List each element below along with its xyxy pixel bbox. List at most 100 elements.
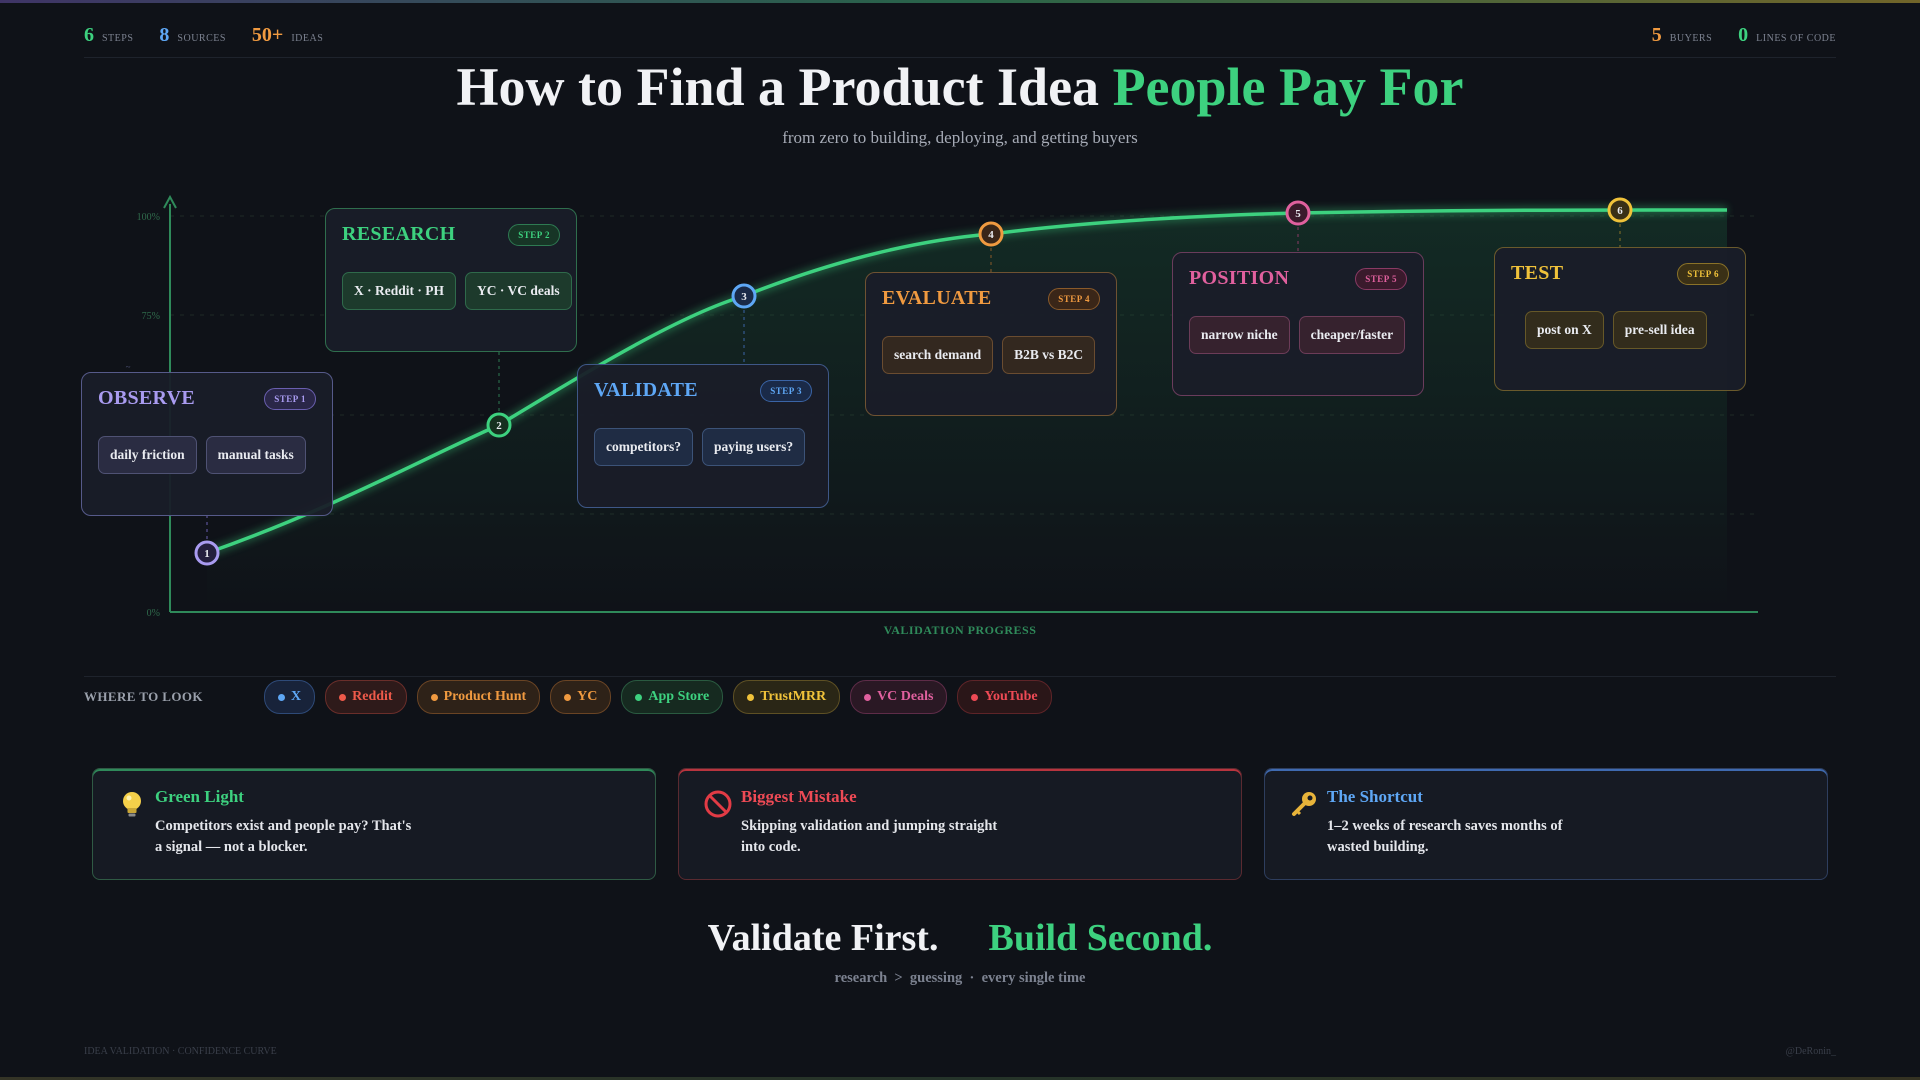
source-label: X	[291, 689, 302, 704]
source-tag-yc[interactable]: YC	[550, 680, 612, 714]
chip-post-on-x[interactable]: post on X	[1525, 311, 1604, 349]
stat-number: 50+	[251, 24, 284, 46]
source-tag-vc-deals[interactable]: VC Deals	[850, 680, 948, 714]
where-to-look-label: WHERE TO LOOK	[84, 689, 203, 704]
key-icon	[1292, 792, 1316, 816]
insight-text: Competitors exist and people pay? That's…	[155, 818, 412, 855]
insight-title: Biggest Mistake	[741, 787, 857, 806]
insight-the-shortcut: The Shortcut 1–2 weeks of research saves…	[1264, 768, 1828, 880]
step-card-observe[interactable]: OBSERVE STEP 1 daily friction manual tas…	[81, 372, 333, 516]
step-marker-3: 3	[731, 283, 757, 309]
stat-sources: 8 sources	[159, 24, 226, 47]
no-entry-icon	[704, 790, 732, 818]
stat-number: 8	[159, 24, 170, 46]
stats-left: 6 steps 8 sources 50+ ideas	[84, 24, 323, 47]
dot-icon	[864, 693, 872, 701]
small-marker: ~	[126, 362, 131, 372]
stat-ideas: 50+ ideas	[252, 24, 323, 47]
source-label: App Store	[648, 689, 710, 704]
footer-handle: @DeRonin_	[1785, 1046, 1836, 1057]
source-tag-x[interactable]: X	[264, 680, 316, 714]
step-badge: STEP 4	[1048, 287, 1100, 310]
step-title: TEST	[1511, 262, 1564, 284]
insight-text: Skipping validation and jumping straight…	[741, 818, 998, 855]
chip-investor-sources[interactable]: YC · VC deals	[465, 272, 572, 310]
y-axis-arrow-icon	[163, 194, 177, 209]
header-divider	[84, 57, 1836, 58]
stats-right: 5 buyers 0 lines of code	[1652, 24, 1836, 47]
source-label: TrustMRR	[760, 689, 827, 704]
dot-icon	[564, 693, 572, 701]
footer-left: IDEA VALIDATION · CONFIDENCE CURVE	[84, 1046, 277, 1057]
step-marker-number: 2	[496, 420, 502, 432]
stat-lines-of-code: 0 lines of code	[1738, 24, 1836, 47]
lightbulb-icon	[123, 792, 141, 817]
title-accent: People Pay For	[1112, 57, 1464, 117]
chip-daily-friction[interactable]: daily friction	[98, 436, 197, 474]
dot-icon	[747, 693, 755, 701]
stat-steps: 6 steps	[84, 24, 133, 47]
source-tag-youtube[interactable]: YouTube	[957, 680, 1052, 714]
dot-icon	[430, 693, 438, 701]
step-card-evaluate[interactable]: EVALUATE STEP 4 search demand B2B vs B2C	[865, 272, 1117, 416]
step-marker-number: 4	[988, 229, 994, 241]
step-marker-number: 5	[1295, 208, 1301, 220]
stat-number: 6	[84, 24, 94, 46]
source-label: Product Hunt	[443, 689, 527, 704]
insight-biggest-mistake: Biggest Mistake Skipping validation and …	[678, 768, 1242, 880]
step-card-validate[interactable]: VALIDATE STEP 3 competitors? paying user…	[577, 364, 829, 508]
title-main: How to Find a Product Idea	[456, 57, 1100, 117]
chip-narrow-niche[interactable]: narrow niche	[1189, 316, 1290, 354]
dot-icon	[971, 693, 979, 701]
chip-b2b-vs-b2c[interactable]: B2B vs B2C	[1002, 336, 1096, 374]
where-to-look-row: WHERE TO LOOK X Reddit Product Hunt YC A…	[84, 680, 1062, 714]
step-badge: STEP 1	[264, 387, 316, 410]
step-marker-number: 1	[204, 548, 210, 560]
y-tick-0: 0%	[147, 608, 160, 619]
closing-second: Build Second.	[988, 917, 1213, 959]
step-badge: STEP 3	[760, 379, 812, 402]
step-marker-1: 1	[194, 540, 220, 566]
stat-label: steps	[102, 33, 134, 44]
step-card-test[interactable]: TEST STEP 6 post on X pre-sell idea	[1494, 247, 1746, 391]
chip-social-sources[interactable]: X · Reddit · PH	[342, 272, 457, 310]
step-title: VALIDATE	[594, 379, 698, 401]
chip-pre-sell-idea[interactable]: pre-sell idea	[1612, 311, 1707, 349]
step-card-research[interactable]: RESEARCH STEP 2 X · Reddit · PH YC · VC …	[325, 208, 577, 352]
stat-number: 5	[1651, 24, 1662, 46]
source-tag-reddit[interactable]: Reddit	[325, 680, 407, 714]
stat-label: sources	[177, 33, 226, 44]
page-title: How to Find a Product Idea People Pay Fo…	[0, 56, 1920, 118]
step-marker-2: 2	[486, 412, 512, 438]
chip-search-demand[interactable]: search demand	[882, 336, 994, 374]
insight-title: The Shortcut	[1327, 787, 1423, 806]
step-card-position[interactable]: POSITION STEP 5 narrow niche cheaper/fas…	[1172, 252, 1424, 396]
insight-title: Green Light	[155, 787, 244, 806]
y-tick-100: 100%	[137, 212, 160, 223]
source-label: YouTube	[984, 689, 1038, 704]
dot-icon	[339, 693, 347, 701]
dot-icon	[278, 693, 285, 701]
step-connectors	[206, 210, 1621, 553]
step-title: OBSERVE	[98, 387, 195, 409]
source-tag-product-hunt[interactable]: Product Hunt	[416, 680, 541, 714]
source-label: Reddit	[352, 689, 393, 704]
source-tag-app-store[interactable]: App Store	[621, 680, 724, 714]
stat-label: ideas	[291, 33, 324, 44]
step-marker-4: 4	[978, 221, 1004, 247]
step-badge: STEP 5	[1355, 267, 1407, 290]
chip-paying-users[interactable]: paying users?	[701, 428, 806, 466]
stat-label: buyers	[1669, 33, 1713, 44]
source-label: VC Deals	[877, 689, 934, 704]
chip-competitors[interactable]: competitors?	[594, 428, 693, 466]
source-tag-trustmrr[interactable]: TrustMRR	[733, 680, 841, 714]
step-marker-6: 6	[1607, 197, 1633, 223]
closing-headline: Validate First.Build Second.	[0, 916, 1920, 960]
chip-cheaper-faster[interactable]: cheaper/faster	[1298, 316, 1406, 354]
top-accent-line	[0, 0, 1920, 3]
confidence-curve	[206, 208, 1728, 555]
x-axis-label: VALIDATION PROGRESS	[884, 623, 1037, 637]
insight-text: 1–2 weeks of research saves months of wa…	[1327, 818, 1563, 855]
stat-label: lines of code	[1756, 33, 1836, 44]
chip-manual-tasks[interactable]: manual tasks	[205, 436, 306, 474]
